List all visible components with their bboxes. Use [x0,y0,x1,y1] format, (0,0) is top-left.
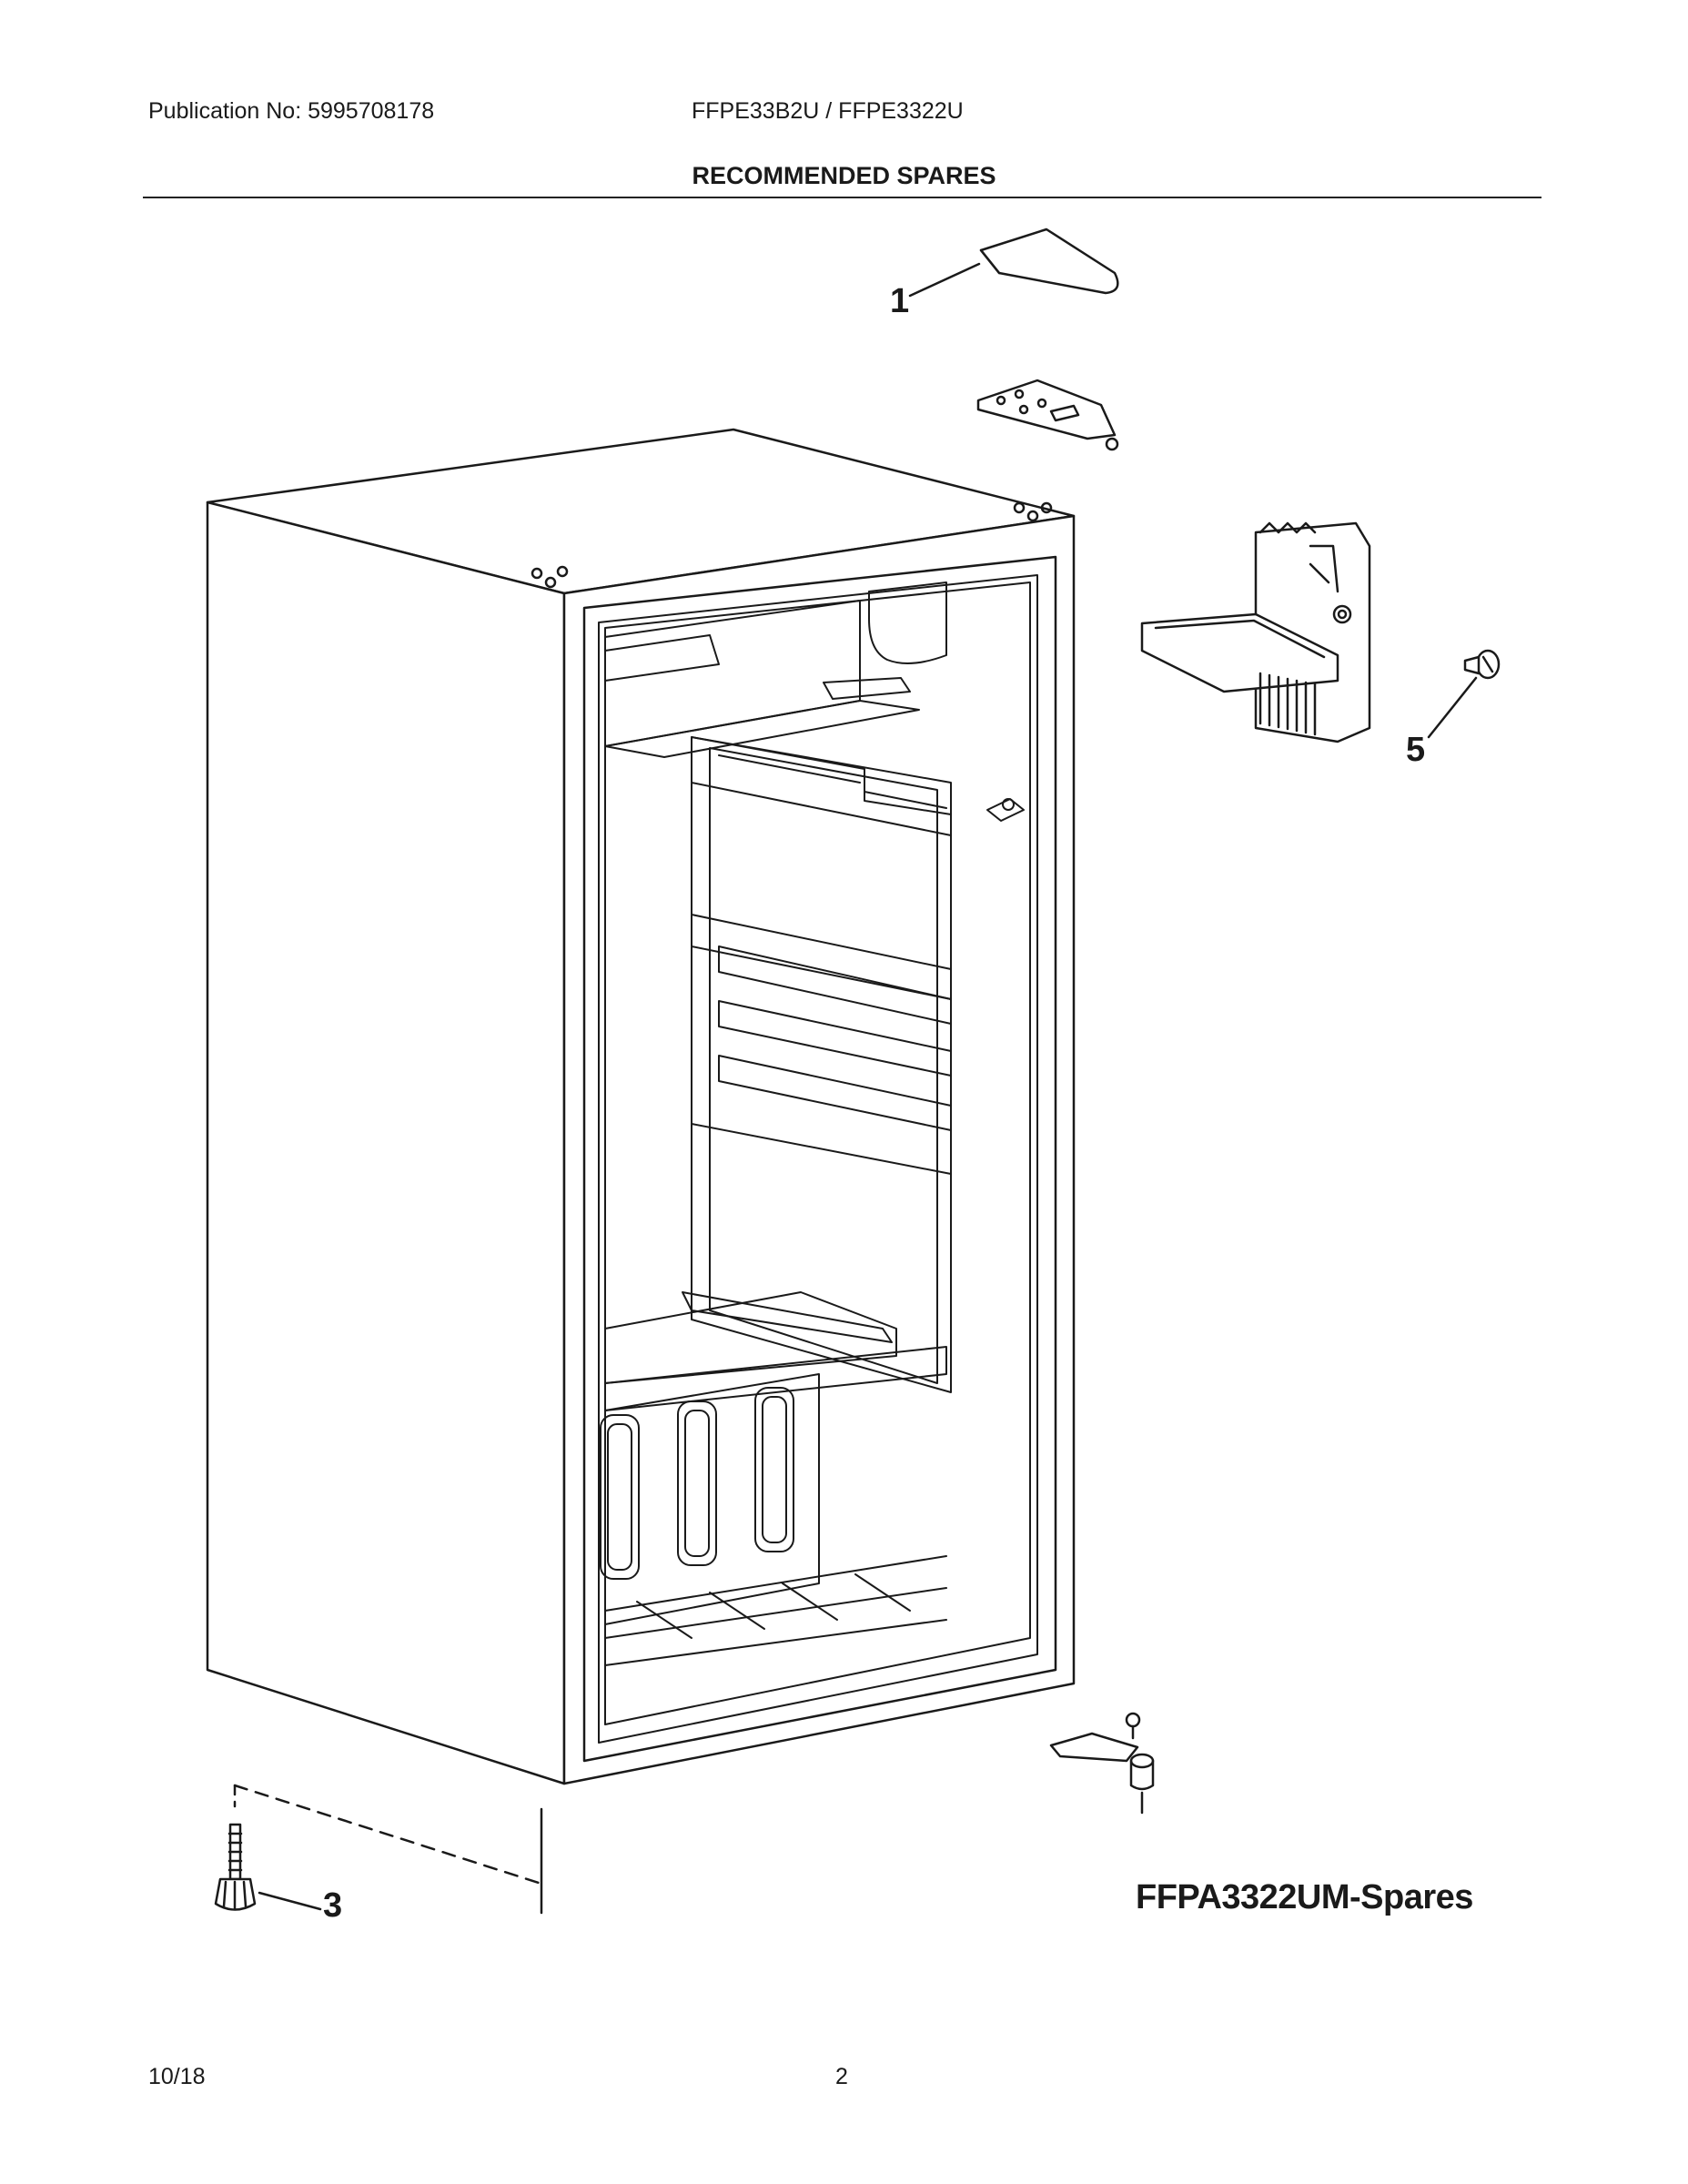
knob-part [1463,649,1501,680]
lower-hinge-part [1049,1712,1155,1815]
header-rule [143,197,1541,198]
publication-number: Publication No: 5995708178 [148,98,435,124]
sheet-identifier: FFPA3322UM-Spares [1136,1878,1473,1916]
leader-line-1 [908,262,981,298]
page-title: RECOMMENDED SPARES [692,162,996,189]
page-number: 2 [835,2064,848,2089]
callout-1: 1 [890,282,910,320]
interior-liner [600,581,1031,1725]
model-numbers: FFPE33B2U / FFPE3322U [692,98,964,124]
callout-3: 3 [323,1886,343,1925]
callout-5: 5 [1406,731,1426,769]
control-box-part [1140,521,1371,743]
leveling-leg-part [214,1784,543,1915]
leader-line-5 [1427,676,1478,739]
hinge-cover-part [979,228,1119,295]
leader-line-3 [258,1891,322,1911]
footer-date: 10/18 [148,2064,206,2089]
upper-hinge-part [976,379,1119,451]
